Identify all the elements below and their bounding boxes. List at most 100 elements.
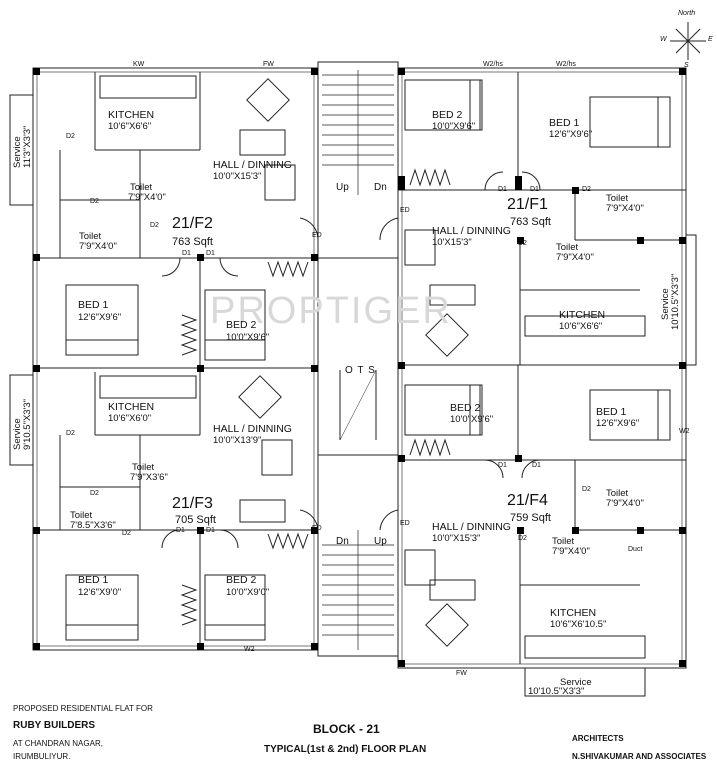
f2-toilet1-dim: 7'9"X4'0" [128,192,166,203]
unit-f4-label: 21/F4 [507,492,548,509]
opening-d1-7: D1 [498,462,507,469]
unit-f3-label: 21/F3 [172,495,213,512]
f3-kitchen-dim: 10'6"X6'0" [108,413,152,424]
stair-down-label: Dn [374,182,387,193]
f4-toilet2-dim: 7'9"X4'0" [552,546,590,557]
f3-bed2-name: BED 2 [226,574,257,586]
f3-service-dim: 9'10.5"X3'3" [22,398,33,450]
f3-bed1-name: BED 1 [78,574,109,586]
stair-up-label-2: Up [374,536,387,547]
ots-label: O T S [345,365,376,376]
opening-w2-3: W2 [679,428,690,435]
f2-bed1-name: BED 1 [78,299,109,311]
architects-label: ARCHITECTS [572,734,624,743]
f1-toilet2-dim: 7'9"X4'0" [556,252,594,263]
opening-d1-8: D1 [532,462,541,469]
opening-d2-8: D2 [518,240,527,247]
opening-d2-7: D2 [582,186,591,193]
opening-ed-3: ED [312,525,322,532]
f3-bed1-dim: 12'6"X9'0" [78,587,122,598]
opening-ed-2: ED [312,232,322,239]
project-title: PROPOSED RESIDENTIAL FLAT FOR [13,704,153,713]
opening-duct: Duct [628,546,643,553]
f3-toilet2-dim: 7'8.5"X3'6" [70,520,116,531]
unit-f2-label: 21/F2 [172,215,213,232]
f3-hall-dim: 10'0"X13'9" [213,435,262,446]
f4-hall-name: HALL / DINNING [432,521,511,533]
f3-toilet1-dim: 7'9"X3'6" [130,472,168,483]
compass-rose-icon [670,22,706,60]
compass-north-label: North [678,10,696,17]
f1-bed2-name: BED 2 [432,109,463,121]
f2-bed2-name: BED 2 [226,319,257,331]
f4-kitchen-dim: 10'6"X6'10.5" [550,619,607,630]
f2-kitchen-dim: 10'6"X6'6" [108,121,152,132]
f2-bed1-dim: 12'6"X9'6" [78,312,122,323]
compass-e-label: E [708,36,713,43]
f1-kitchen-dim: 10'6"X6'6" [559,321,603,332]
f1-service-dim: 10'10.5"X3'3" [670,273,681,330]
opening-d2: D2 [66,133,75,140]
f1-toilet1-name: Toilet [606,193,629,204]
opening-d1: D1 [206,250,215,257]
f2-toilet2-dim: 7'9"X4'0" [79,241,117,252]
f2-kitchen-name: KITCHEN [108,109,155,121]
f1-bed2-dim: 10'0"X9'6" [432,121,476,132]
f1-bed1-name: BED 1 [549,117,580,129]
location-line2: IRUMBULIYUR. [13,752,71,761]
f4-hall-dim: 10'0"X15'3" [432,533,481,544]
opening-w2: W2 [244,646,255,653]
unit-f3-area: 705 Sqft [175,514,216,526]
opening-d1-4: D1 [530,186,539,193]
f2-toilet2-name: Toilet [79,231,102,242]
f4-toilet1-dim: 7'9"X4'0" [606,498,644,509]
opening-d2-5: D2 [90,490,99,497]
opening-fw: FW [263,61,274,68]
f4-bed2-dim: 10'0"X9'6" [450,414,494,425]
structural-columns [33,68,686,667]
f3-bed2-dim: 10'0"X9'0" [226,587,270,598]
f3-toilet2-name: Toilet [70,510,93,521]
f2-toilet1-name: Toilet [130,182,153,193]
opening-d2-2: D2 [90,198,99,205]
f4-kitchen-name: KITCHEN [550,607,597,619]
f1-hall-name: HALL / DINNING [432,225,511,237]
stair-down-label-2: Dn [336,536,349,547]
location-line1: AT CHANDRAN NAGAR, [13,739,103,748]
opening-w2hs-2: W2/hs [556,61,576,68]
f4-bed1-dim: 12'6"X9'6" [596,418,640,429]
stair-core [317,61,399,657]
opening-kw: KW [133,61,145,68]
opening-fw-2: FW [456,670,467,677]
east-wing-outline [397,67,687,669]
opening-d2-6: D2 [122,530,131,537]
f1-toilet1-dim: 7'9"X4'0" [606,203,644,214]
f2-hall-name: HALL / DINNING [213,159,292,171]
block-title: BLOCK - 21 [313,722,380,736]
f4-service-name: Service [560,677,592,688]
opening-d2-10: D2 [518,535,527,542]
opening-d1-5: D1 [176,527,185,534]
f2-hall-dim: 10'0"X15'3" [213,171,262,182]
opening-d1-3: D1 [498,186,507,193]
opening-d2-4: D2 [66,430,75,437]
f4-service-dim: 10'10.5"X3'3" [528,686,585,697]
compass-s-label: S [684,62,689,69]
unit-f2-area: 763 Sqft [172,236,213,248]
builder-name: RUBY BUILDERS [13,720,96,731]
plan-title: TYPICAL(1st & 2nd) FLOOR PLAN [264,744,427,755]
opening-d2-3: D2 [150,222,159,229]
f4-toilet2-name: Toilet [552,536,575,547]
opening-d1-6: D1 [206,527,215,534]
unit-f1-area: 763 Sqft [510,216,551,228]
f1-kitchen-name: KITCHEN [559,309,606,321]
architects-name: N.SHIVAKUMAR AND ASSOCIATES [572,752,707,761]
opening-ed-4: ED [400,520,410,527]
watermark: PROPTIGER [210,290,452,332]
f3-toilet1-name: Toilet [132,462,155,473]
f3-kitchen-name: KITCHEN [108,401,155,413]
f4-toilet1-name: Toilet [606,488,629,499]
f4-bed2-name: BED 2 [450,402,481,414]
unit-f1-label: 21/F1 [507,196,548,213]
